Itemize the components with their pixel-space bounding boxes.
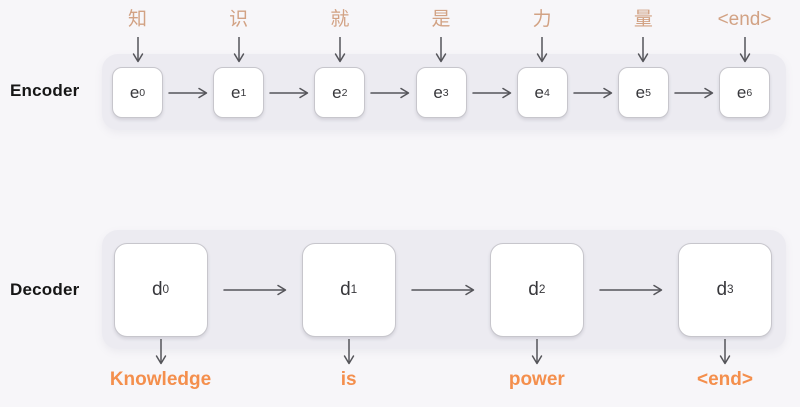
arrow-right-icon	[471, 87, 512, 99]
state-base: e	[433, 82, 443, 102]
arrow-right-icon	[674, 87, 714, 99]
arrow-right-icon	[411, 284, 475, 296]
state-base: d	[151, 279, 163, 300]
arrow-right-icon	[222, 284, 287, 296]
arrow-down-icon	[155, 339, 167, 365]
state-base: e	[534, 82, 544, 102]
state-base: d	[716, 279, 728, 300]
arrow-down-icon	[536, 37, 548, 63]
decoder-output-token: Knowledge	[109, 369, 212, 390]
arrow-right-icon	[599, 284, 663, 296]
arrow-down-icon	[334, 37, 346, 63]
encoder-input-token: 知	[127, 9, 147, 30]
encoder-input-token: 量	[633, 9, 653, 30]
decoder-output-token: is	[340, 369, 357, 390]
encoder-input-token: <end>	[717, 9, 772, 30]
arrow-down-icon	[233, 37, 245, 63]
state-base: e	[635, 82, 646, 102]
arrow-down-icon	[739, 37, 751, 63]
arrow-down-icon	[343, 339, 355, 365]
encoder-label: Encoder	[10, 81, 80, 100]
arrow-right-icon	[269, 87, 309, 99]
arrow-right-icon	[168, 87, 208, 99]
arrow-right-icon	[573, 87, 613, 99]
encoder-input-token: 识	[229, 9, 249, 30]
decoder-label: Decoder	[10, 280, 80, 299]
arrow-down-icon	[719, 339, 731, 365]
arrow-down-icon	[132, 37, 144, 63]
encoder-input-token: 力	[532, 9, 552, 30]
state-base: d	[340, 279, 351, 300]
encoder-input-token: 就	[330, 9, 350, 30]
arrow-down-icon	[637, 37, 649, 63]
state-base: e	[230, 82, 241, 102]
state-base: d	[528, 279, 539, 300]
state-base: e	[736, 82, 747, 102]
encoder-input-token: 是	[431, 9, 451, 30]
state-base: e	[129, 82, 140, 102]
decoder-output-token: <end>	[697, 369, 753, 390]
decoder-output-token: power	[508, 369, 565, 390]
arrow-down-icon	[531, 339, 543, 365]
arrow-down-icon	[435, 37, 447, 63]
state-base: e	[332, 82, 342, 102]
arrow-right-icon	[370, 87, 410, 99]
